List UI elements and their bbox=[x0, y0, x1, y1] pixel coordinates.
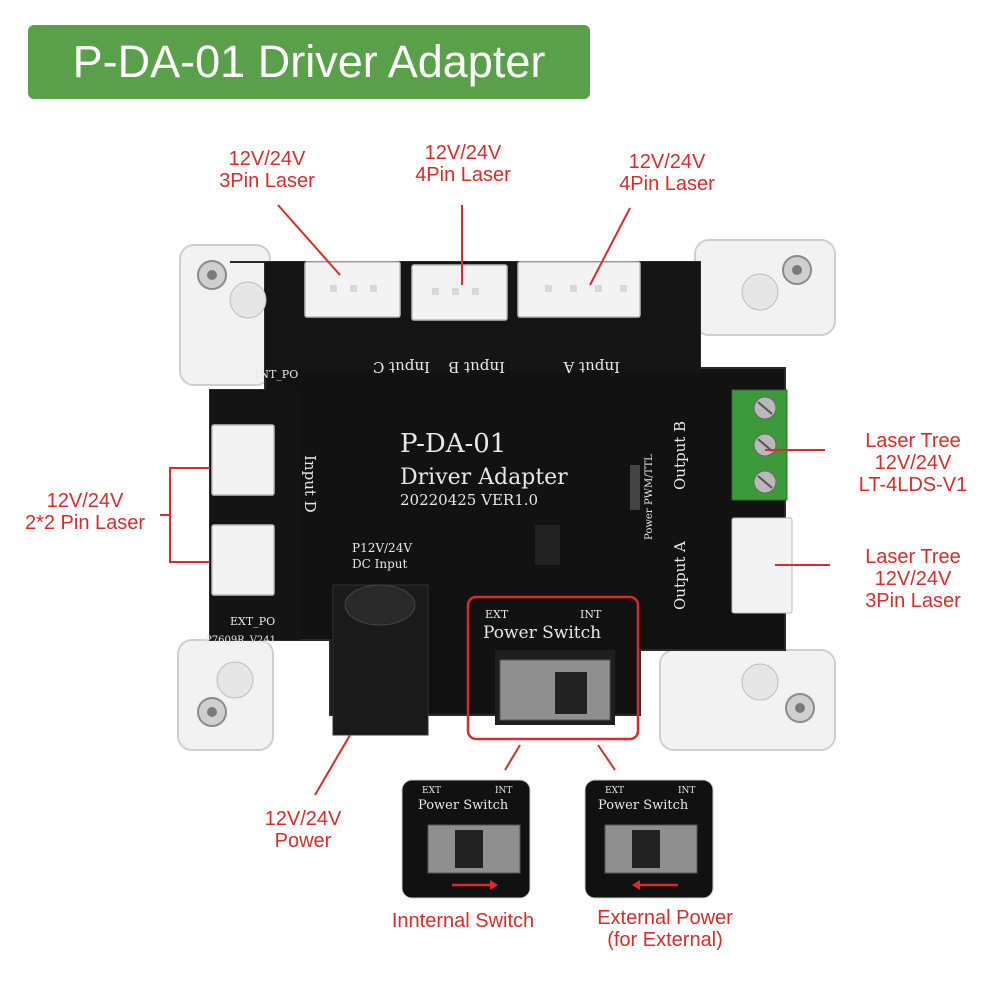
callout-output-a-line2: 12V/24V bbox=[874, 568, 952, 590]
callout-output-a: Laser Tree 12V/24V 3Pin Laser bbox=[828, 546, 998, 612]
board-subtitle: Driver Adapter bbox=[400, 465, 568, 490]
callout-input-a: 12V/24V 4Pin Laser bbox=[582, 151, 752, 195]
page-title: P-DA-01 Driver Adapter bbox=[72, 36, 546, 87]
power-switch bbox=[466, 595, 640, 741]
title-banner: P-DA-01 Driver Adapter bbox=[28, 25, 590, 99]
callout-external-line1: External Power bbox=[597, 907, 733, 929]
callout-power-line1: 12V/24V bbox=[264, 808, 342, 830]
callout-output-b-line2: 12V/24V bbox=[874, 452, 952, 474]
dc-input-line2: DC Input bbox=[352, 557, 407, 571]
power-led-label: Power bbox=[644, 508, 655, 540]
dc-jack bbox=[332, 584, 429, 736]
inset-ext-int: INT bbox=[678, 786, 695, 796]
board-version: 20220425 VER1.0 bbox=[400, 491, 538, 509]
callout-input-b-line1: 12V/24V bbox=[424, 142, 502, 164]
callout-input-b-line2: 4Pin Laser bbox=[415, 164, 511, 186]
callout-output-b-line1: Laser Tree bbox=[865, 430, 961, 452]
int-po-label: INT_PO bbox=[255, 368, 298, 381]
inset-int-label: Power Switch bbox=[418, 798, 509, 813]
part-code: P7609R_V241 bbox=[205, 635, 276, 646]
callout-input-a-line2: 4Pin Laser bbox=[619, 173, 715, 195]
output-b-label: Output B bbox=[671, 421, 689, 490]
switch-int-label: INT bbox=[580, 608, 602, 621]
callout-internal-switch: Innternal Switch bbox=[368, 910, 558, 932]
callout-output-a-line3: 3Pin Laser bbox=[865, 590, 961, 612]
standoffs bbox=[197, 255, 815, 727]
input-d-label: Input D bbox=[301, 455, 319, 513]
callout-input-b: 12V/24V 4Pin Laser bbox=[378, 142, 548, 186]
callout-input-c-line2: 3Pin Laser bbox=[219, 170, 315, 192]
callout-lines bbox=[160, 204, 830, 796]
callout-output-b-line3: LT-4LDS-V1 bbox=[858, 474, 968, 496]
switch-label: Power Switch bbox=[483, 623, 601, 643]
board-name: P-DA-01 bbox=[400, 429, 506, 459]
chip bbox=[535, 525, 560, 565]
callout-output-b: Laser Tree 12V/24V LT-4LDS-V1 bbox=[828, 430, 998, 496]
pwm-ttl-label: PWM/TTL bbox=[644, 454, 655, 505]
callout-external-power: External Power (for External) bbox=[570, 907, 760, 951]
callout-input-a-line1: 12V/24V bbox=[628, 151, 706, 173]
inset-internal bbox=[401, 779, 531, 899]
inset-int-ext: EXT bbox=[422, 786, 441, 796]
callout-output-a-line1: Laser Tree bbox=[865, 546, 961, 568]
dc-input-line1: P12V/24V bbox=[352, 541, 412, 555]
callout-external-line2: (for External) bbox=[607, 929, 723, 951]
callout-input-d-line2: 2*2 Pin Laser bbox=[24, 512, 146, 534]
inset-external bbox=[584, 779, 714, 899]
inset-ext-label: Power Switch bbox=[598, 798, 689, 813]
ext-po-label: EXT_PO bbox=[230, 615, 275, 628]
output-b-terminal bbox=[731, 389, 788, 501]
callout-input-c-line1: 12V/24V bbox=[228, 148, 306, 170]
input-a-label: Input A bbox=[563, 358, 620, 376]
callout-power: 12V/24V Power bbox=[218, 808, 388, 852]
switch-ext-label: EXT bbox=[485, 608, 509, 621]
callout-input-c: 12V/24V 3Pin Laser bbox=[182, 148, 352, 192]
callout-input-d-line1: 12V/24V bbox=[46, 490, 124, 512]
input-b-label: Input B bbox=[448, 358, 505, 376]
output-a-label: Output A bbox=[671, 541, 689, 610]
input-c-label: Input C bbox=[373, 358, 430, 376]
input-d-connectors bbox=[211, 424, 275, 596]
callout-power-line2: Power bbox=[274, 830, 332, 852]
inset-ext-ext: EXT bbox=[605, 786, 624, 796]
callout-input-d: 12V/24V 2*2 Pin Laser bbox=[0, 490, 170, 534]
callout-internal-line1: Innternal Switch bbox=[391, 910, 535, 932]
inset-int-int: INT bbox=[495, 786, 512, 796]
